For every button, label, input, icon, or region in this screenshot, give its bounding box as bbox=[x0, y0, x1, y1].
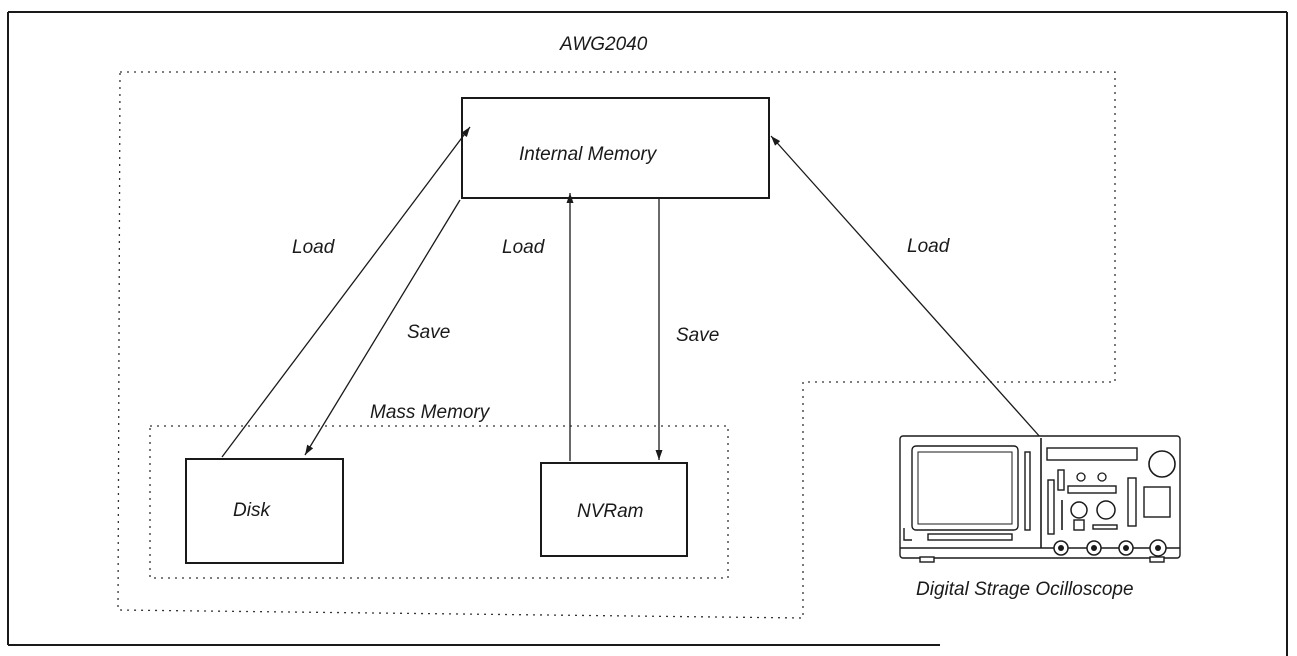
nvram-box bbox=[540, 462, 688, 557]
internal-memory-label: Internal Memory bbox=[519, 144, 658, 165]
disk-load-label: Load bbox=[292, 237, 336, 258]
awg2040-label: AWG2040 bbox=[559, 34, 648, 55]
disk-label: Disk bbox=[233, 500, 271, 521]
mass-memory-label: Mass Memory bbox=[370, 402, 491, 423]
outer-frame bbox=[7, 11, 1288, 656]
awg2040-boundary bbox=[117, 71, 1116, 619]
nvram-label: NVRam bbox=[577, 501, 644, 522]
disk-save-label: Save bbox=[407, 322, 450, 343]
nvram-save-label: Save bbox=[676, 325, 719, 346]
mass-memory-boundary bbox=[149, 425, 729, 579]
disk-load-arrow bbox=[221, 126, 471, 458]
nvram-load-label: Load bbox=[502, 237, 546, 258]
oscilloscope-icon bbox=[899, 435, 1181, 563]
scope-load-label: Load bbox=[907, 236, 951, 257]
disk-save-arrow bbox=[304, 199, 461, 456]
internal-memory-box bbox=[461, 97, 770, 199]
oscilloscope-label: Digital Strage Ocilloscope bbox=[916, 579, 1134, 600]
scope-load-arrow bbox=[770, 135, 1042, 439]
disk-box bbox=[185, 458, 344, 564]
